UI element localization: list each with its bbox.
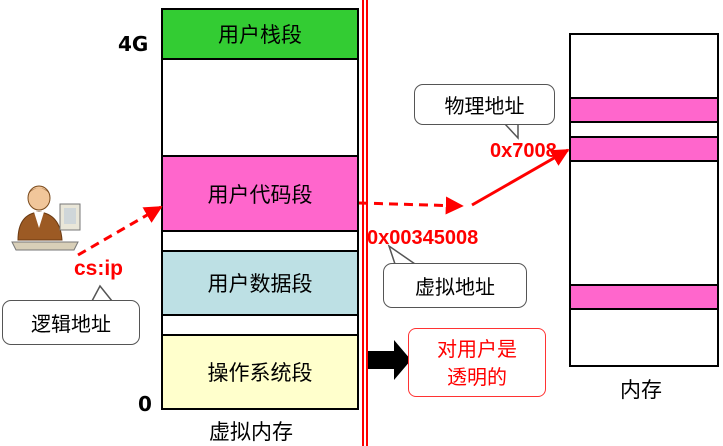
physical-address-value: 0x7008 [490, 140, 557, 162]
physical-memory-caption: 内存 [620, 378, 662, 402]
user-data-segment-label: 用户数据段 [207, 272, 313, 296]
user-code-segment-label: 用户代码段 [207, 182, 313, 207]
user-code-segment: 用户代码段 [161, 155, 359, 232]
logical-address-callout: 逻辑地址 [2, 300, 140, 345]
user-stack-segment: 用户栈段 [161, 8, 359, 60]
note-arrow [368, 340, 411, 380]
os-segment-label: 操作系统段 [207, 361, 313, 385]
virtual-callout-tail [387, 244, 416, 265]
vertical-divider [362, 0, 368, 446]
physical-callout-tail [504, 123, 519, 140]
top-address-label: 4G [118, 32, 149, 56]
logical-address-value: cs:ip [74, 257, 124, 280]
logical-callout-tail [91, 284, 113, 302]
bottom-address-label: 0 [138, 392, 152, 416]
physical-address-label: 物理地址 [444, 94, 525, 118]
user-figure-icon [4, 180, 86, 260]
physical-memory-block-1 [569, 97, 719, 123]
os-segment: 操作系统段 [161, 334, 359, 410]
physical-memory-column [569, 33, 719, 367]
transparent-note: 对用户是 透明的 [408, 328, 546, 397]
virtual-memory-caption: 虚拟内存 [209, 420, 293, 444]
logical-address-label: 逻辑地址 [31, 312, 111, 336]
physical-address-callout: 物理地址 [414, 84, 555, 125]
virtual-address-label: 虚拟地址 [415, 275, 495, 299]
user-stack-segment-label: 用户栈段 [218, 23, 302, 47]
virtual-address-callout: 虚拟地址 [383, 263, 527, 308]
transparent-note-text: 对用户是 透明的 [437, 336, 517, 389]
user-data-segment: 用户数据段 [161, 250, 359, 316]
virtual-address-value: 0x00345008 [367, 227, 479, 249]
logical-to-virtual-arrow [77, 205, 163, 257]
virtual-to-memory-arrow [358, 196, 464, 215]
virtual-to-physical-arrow [471, 148, 570, 207]
physical-memory-block-2 [569, 136, 719, 162]
physical-memory-block-3 [569, 284, 719, 310]
